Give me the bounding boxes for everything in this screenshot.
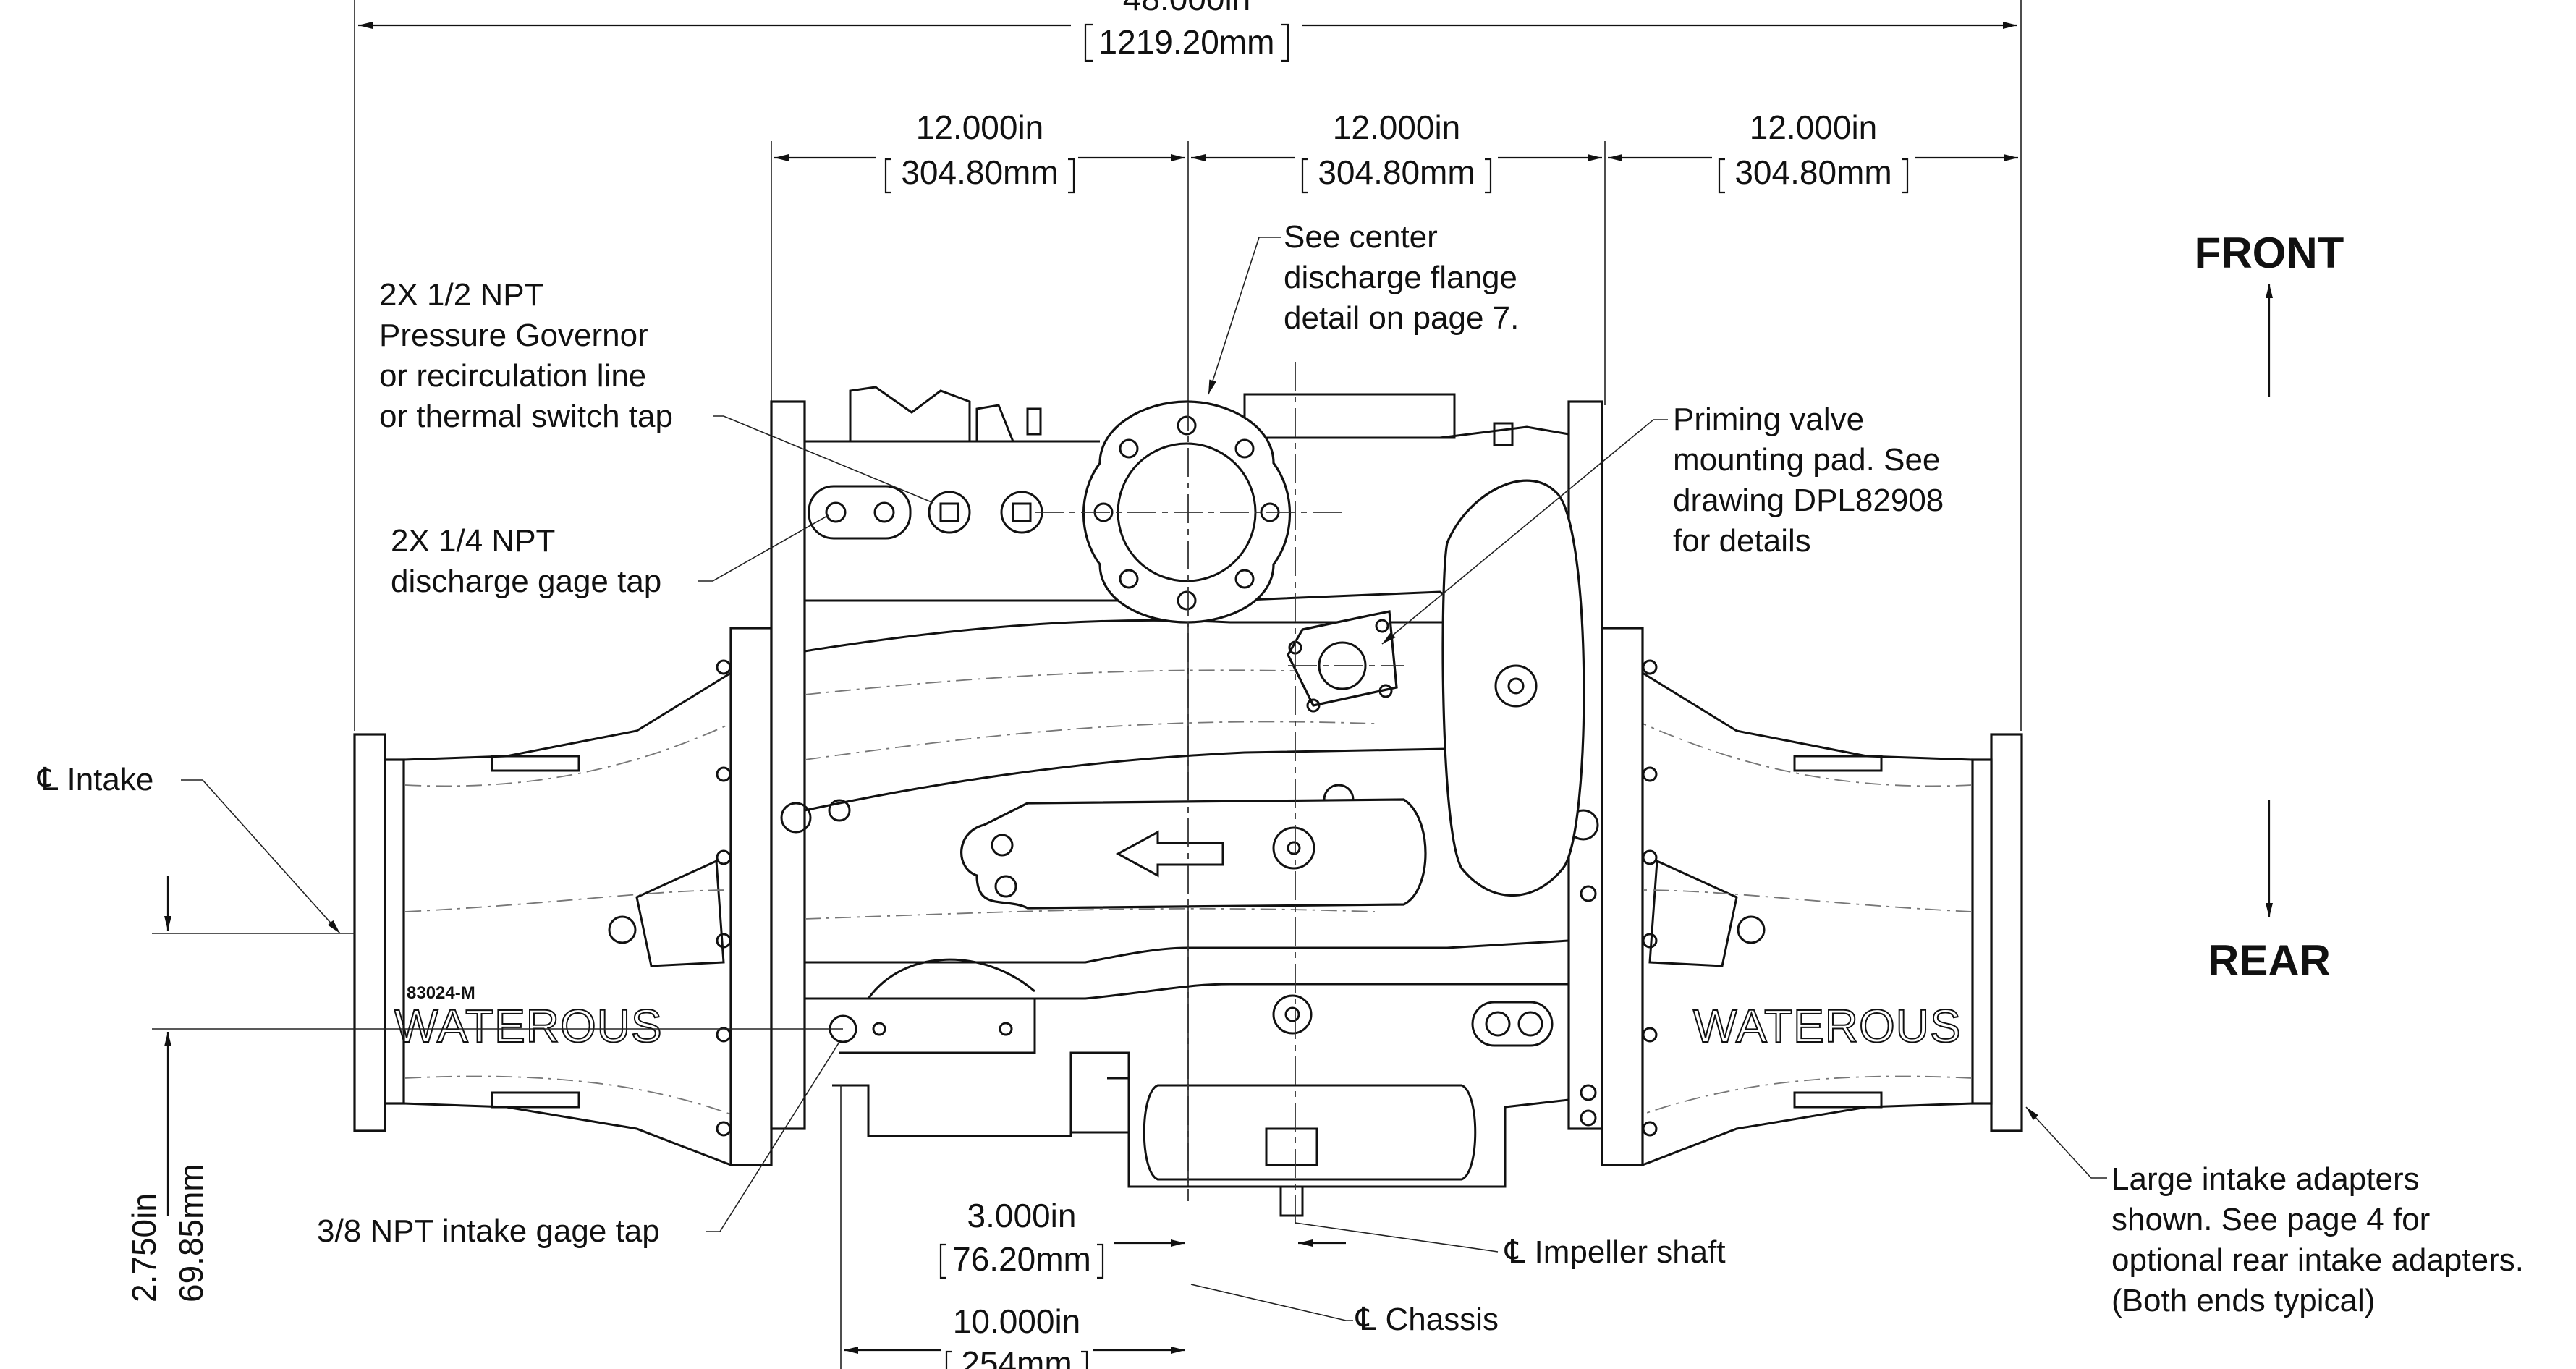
left-intake-flange bbox=[353, 733, 386, 1132]
callout-discharge-gage: 2X 1/4 NPT discharge gage tap bbox=[391, 514, 829, 599]
segment-3-in: 12.000in bbox=[1750, 109, 1878, 146]
svg-text:(Both ends typical): (Both ends typical) bbox=[2111, 1283, 2375, 1318]
front-label: FRONT bbox=[2195, 229, 2344, 277]
svg-text:3/8 NPT intake gage tap: 3/8 NPT intake gage tap bbox=[317, 1213, 660, 1249]
callout-intake-centerline: ℄ Intake 2.750in 69.85mm bbox=[37, 762, 843, 1302]
callout-priming-valve: Priming valve mounting pad. See drawing … bbox=[1381, 402, 1944, 645]
overall-dimension-mm: 1219.20mm bbox=[1099, 23, 1275, 61]
svg-text:discharge flange: discharge flange bbox=[1284, 260, 1517, 295]
right-intake-flange bbox=[1990, 733, 2023, 1132]
priming-valve-pad bbox=[1287, 610, 1398, 713]
segment-3-mm: 304.80mm bbox=[1734, 153, 1891, 191]
callout-center-discharge: See center discharge flange detail on pa… bbox=[1208, 219, 1519, 395]
svg-text:or thermal switch tap: or thermal switch tap bbox=[379, 399, 673, 434]
impeller-offset-in: 3.000in bbox=[967, 1197, 1077, 1234]
intake-height-in: 2.750in bbox=[125, 1193, 163, 1302]
segment-2-in: 12.000in bbox=[1333, 109, 1461, 146]
intake-height-mm: 69.85mm bbox=[172, 1164, 210, 1302]
svg-text:drawing DPL82908: drawing DPL82908 bbox=[1673, 483, 1944, 518]
rear-label: REAR bbox=[2208, 936, 2331, 985]
svg-text:discharge gage tap: discharge gage tap bbox=[391, 564, 661, 599]
svg-text:2X 1/4 NPT: 2X 1/4 NPT bbox=[391, 523, 555, 559]
part-number-marking: 83024-M bbox=[407, 983, 475, 1003]
center-lines bbox=[1035, 362, 1404, 1230]
callout-impeller-shaft: ℄ Impeller shaft 3.000in 76.20mm bbox=[939, 1197, 1726, 1279]
svg-text:detail on page 7.: detail on page 7. bbox=[1284, 300, 1519, 336]
svg-text:for details: for details bbox=[1673, 523, 1811, 559]
svg-text:Large intake adapters: Large intake adapters bbox=[2111, 1161, 2420, 1197]
callout-intake-gage: 3/8 NPT intake gage tap bbox=[317, 1041, 840, 1249]
orientation-indicator: FRONT REAR bbox=[2195, 229, 2344, 985]
brand-marking-left: WATEROUS bbox=[394, 1000, 663, 1052]
svg-text:℄ Chassis: ℄ Chassis bbox=[1355, 1302, 1499, 1337]
svg-text:mounting pad. See: mounting pad. See bbox=[1673, 442, 1940, 478]
overall-dimension: 48.000in 1219.20mm bbox=[354, 0, 2022, 731]
svg-text:optional rear intake adapters.: optional rear intake adapters. bbox=[2111, 1242, 2524, 1278]
svg-text:shown. See page 4 for: shown. See page 4 for bbox=[2111, 1202, 2430, 1237]
svg-text:Priming valve: Priming valve bbox=[1673, 402, 1864, 437]
svg-text:2X 1/2 NPT: 2X 1/2 NPT bbox=[379, 277, 543, 313]
svg-text:℄ Impeller shaft: ℄ Impeller shaft bbox=[1504, 1234, 1726, 1270]
svg-text:See center: See center bbox=[1284, 219, 1438, 255]
callout-chassis: ℄ Chassis 10.000in 254mm bbox=[840, 1085, 1499, 1369]
brand-marking-right: WATEROUS bbox=[1693, 1000, 1962, 1052]
svg-text:Pressure Governor: Pressure Governor bbox=[379, 318, 648, 353]
impeller-offset-mm: 76.20mm bbox=[952, 1240, 1091, 1278]
overall-dimension-in: 48.000in bbox=[1123, 0, 1251, 17]
chassis-offset-mm: 254mm bbox=[961, 1344, 1072, 1369]
segment-1-mm: 304.80mm bbox=[901, 153, 1058, 191]
callout-governor-tap: 2X 1/2 NPT Pressure Governor or recircul… bbox=[379, 277, 934, 504]
chassis-offset-in: 10.000in bbox=[953, 1302, 1081, 1340]
segment-2-mm: 304.80mm bbox=[1318, 153, 1475, 191]
segment-1-in: 12.000in bbox=[916, 109, 1044, 146]
callout-large-intake: Large intake adapters shown. See page 4 … bbox=[2025, 1106, 2524, 1318]
svg-text:or recirculation line: or recirculation line bbox=[379, 358, 646, 394]
svg-text:℄ Intake: ℄ Intake bbox=[37, 762, 153, 797]
